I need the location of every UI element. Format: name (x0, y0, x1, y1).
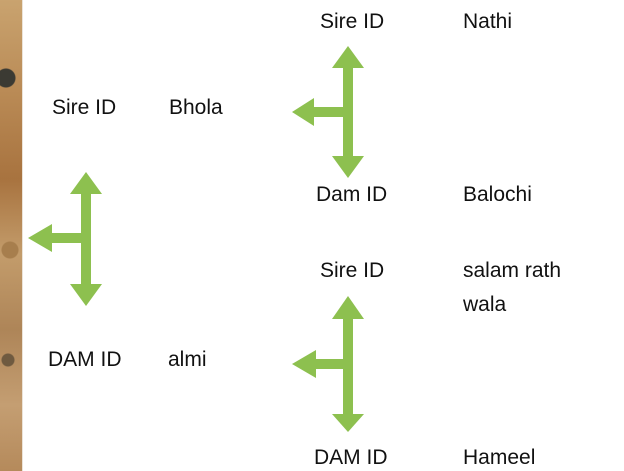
connector-arrow-icon-left (28, 172, 102, 306)
connector-arrow-icon-top (292, 46, 364, 178)
dam-sire-label: Sire ID (320, 259, 385, 282)
sire-dam-name: Balochi (463, 183, 532, 206)
dam-sire-name-line1: salam rath (463, 259, 562, 282)
dam-sire-name-line2: wala (463, 293, 507, 316)
sire-dam-label: Dam ID (316, 183, 388, 206)
sire-sire-name: Nathi (463, 10, 513, 33)
dam-dam-label: DAM ID (314, 446, 388, 469)
parent-sire-name: Bhola (169, 96, 223, 119)
parent-dam-label: DAM ID (48, 348, 122, 371)
dam-dam-name: Hameel (463, 446, 536, 469)
sire-sire-label: Sire ID (320, 10, 385, 33)
parent-sire-label: Sire ID (52, 96, 117, 119)
animal-photo-strip (0, 0, 23, 471)
connector-arrow-icon-bottom (292, 296, 364, 432)
parent-dam-name: almi (168, 348, 207, 371)
